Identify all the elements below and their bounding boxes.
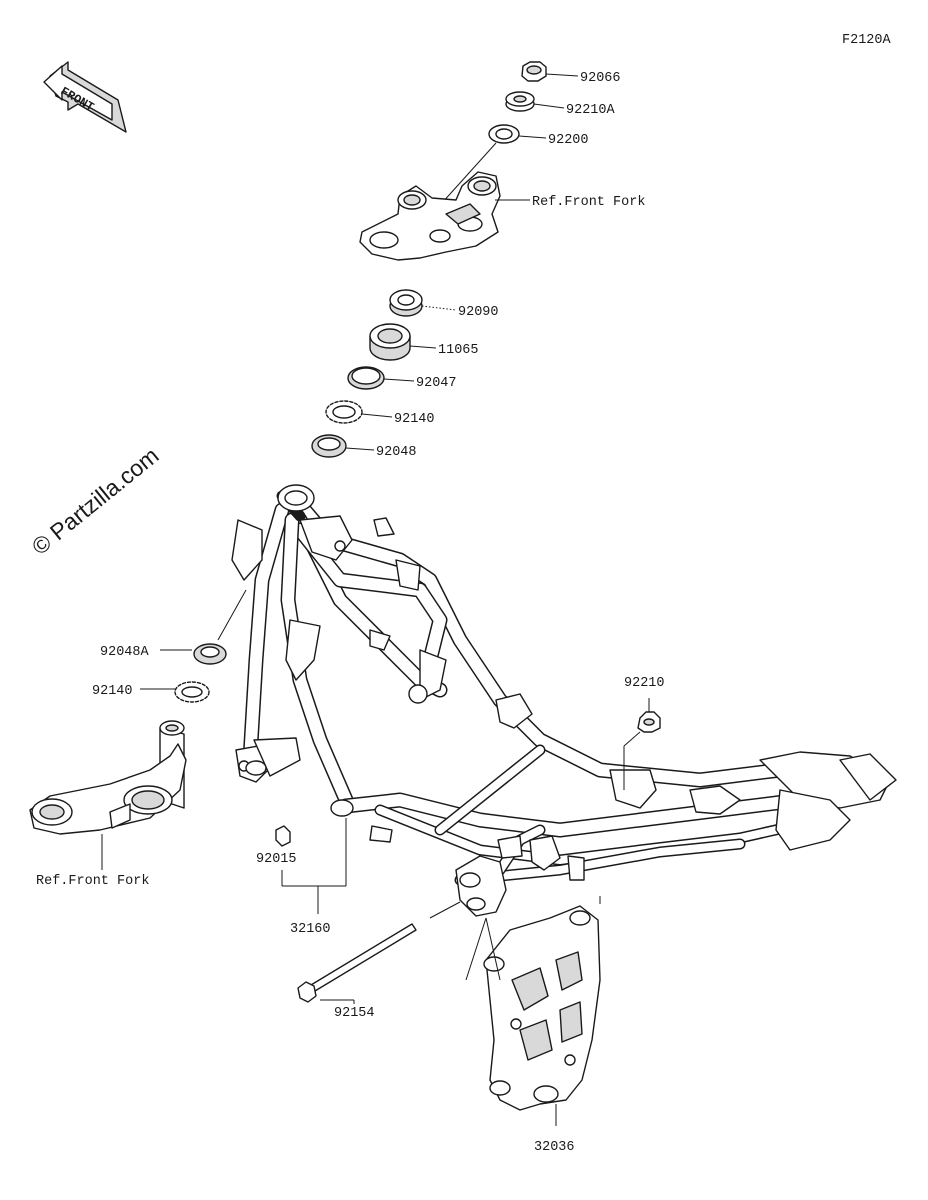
label-32160: 32160 <box>290 922 331 937</box>
part-92047-race <box>347 366 385 390</box>
label-92210: 92210 <box>624 676 665 691</box>
label-92200: 92200 <box>548 133 589 148</box>
watermark: © Partzilla.com <box>27 442 164 560</box>
label-92066: 92066 <box>580 71 621 86</box>
label-92140-top: 92140 <box>394 412 435 427</box>
part-92140-bearing-low <box>174 681 210 703</box>
part-92200-washer <box>488 124 520 144</box>
part-92154-bolt <box>297 923 417 1003</box>
label-ref-front-fork-top: Ref.Front Fork <box>532 195 645 210</box>
label-92090: 92090 <box>458 305 499 320</box>
lower-triple-clamp-stem <box>29 720 187 835</box>
part-92210-nut <box>637 711 661 733</box>
part-92090-nut <box>389 289 423 317</box>
label-11065: 11065 <box>438 343 479 358</box>
front-direction-arrow: FRONT <box>43 61 127 133</box>
label-92048: 92048 <box>376 445 417 460</box>
part-92140-bearing-top <box>325 400 363 424</box>
label-ref-front-fork-low: Ref.Front Fork <box>36 874 149 889</box>
part-92210a-nut <box>505 91 535 112</box>
engine-mount-bracket <box>455 835 585 917</box>
upper-triple-clamp <box>359 171 501 261</box>
part-11065-cap <box>369 323 411 361</box>
label-92015: 92015 <box>256 852 297 867</box>
part-92048a-race <box>193 643 227 665</box>
part-32036-plate <box>483 905 601 1111</box>
diagram-code: F2120A <box>842 33 892 48</box>
label-92140-low: 92140 <box>92 684 133 699</box>
part-92048-race <box>311 434 347 458</box>
label-92210a: 92210A <box>566 103 616 118</box>
main-frame-32160 <box>231 484 897 886</box>
part-92066-nut <box>521 61 547 82</box>
label-92048a: 92048A <box>100 645 150 660</box>
label-32036: 32036 <box>534 1140 575 1155</box>
label-92154: 92154 <box>334 1006 375 1021</box>
part-92015-plug <box>275 825 291 847</box>
label-92047: 92047 <box>416 376 457 391</box>
